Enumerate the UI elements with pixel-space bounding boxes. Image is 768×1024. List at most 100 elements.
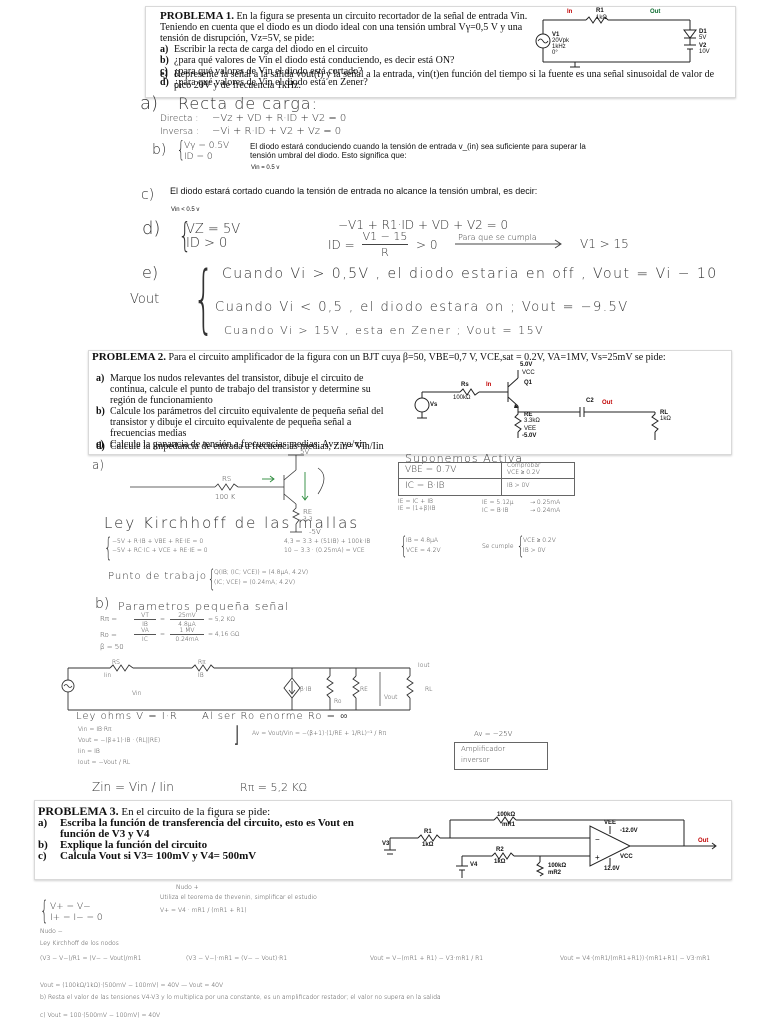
s2-a-label: a) <box>92 458 105 472</box>
s2-k-brace-2: { <box>399 532 408 560</box>
circuit-2-vee: VEE <box>524 426 537 432</box>
s1-d-arrow-text: Para que se cumpla <box>458 233 537 242</box>
circuit-3-r1: R1 <box>424 829 432 835</box>
question-2d: d)Calcule la impedancia de entrada a fre… <box>96 441 384 452</box>
s1-d-equation-2-numerator: V1 − 15 <box>362 230 408 243</box>
s2-dc-minus-5v: -5V <box>309 528 321 536</box>
s2-relation-4b: → 0.24mA <box>530 507 561 514</box>
s2-inversor: inversor <box>461 756 490 764</box>
s2-relation-1: IE = IC + IB <box>398 498 433 505</box>
question-1d: d)¿para qué valores de Vin el diodo está… <box>160 77 368 88</box>
s1-d-fraction-line <box>362 244 408 245</box>
s1-d-condition-2: ID > 0 <box>186 236 228 251</box>
s2-ckt-beta-ib: β·IB <box>300 686 312 693</box>
s3-thevenin: Utiliza el teorema de thevenin, simplifi… <box>160 894 317 901</box>
circuit-1-r1-label: R1 <box>596 8 604 14</box>
s1-d-label: d) <box>142 218 161 239</box>
s3-nudo-minus: Nudo − <box>40 928 63 935</box>
circuit-2-rl-value: 1kΩ <box>660 416 671 422</box>
s2-zin: Zin = Vin / Iin <box>92 780 174 794</box>
problem-2-questions: a)Marque los nudos relevantes del transi… <box>96 373 388 450</box>
circuit-2-q1: Q1 <box>524 380 533 386</box>
s2-punto-2: (IC; VCE) = (0.24mA; 4.2V) <box>214 579 296 586</box>
s1-b-result: Vin = 0.5 v <box>251 165 280 171</box>
circuit-3-out: Out <box>698 838 709 844</box>
s1-c-result: Vin < 0.5 v <box>171 207 200 213</box>
s2-rpi-num: VT <box>134 612 156 620</box>
s1-a-title: Recta de carga: <box>178 94 318 113</box>
s1-d-result: V1 > 15 <box>580 237 629 251</box>
circuit-3-vcc: VCC <box>620 854 633 860</box>
s2-param-title: Parametros pequeña señal <box>118 600 290 613</box>
s2-av-result: Av = −25V <box>474 730 513 738</box>
circuit-3-vee-value: -12.0V <box>620 828 638 834</box>
s2-rpi-lhs: Rπ = <box>100 615 118 623</box>
s3-c-note: c) Vout = 100·(500mV − 100mV) = 40V <box>40 1012 161 1019</box>
s2-relation-3b: → 0.25mA <box>530 499 561 506</box>
s1-d-brace: { <box>178 216 192 256</box>
s2-k-check-2: IB > 0V <box>523 547 546 554</box>
s1-e-brace: { <box>192 256 215 342</box>
s2-relation-2: IE = (1+β)IB <box>398 505 436 512</box>
s2-ro-den: IC <box>142 636 148 643</box>
s1-b-condition-2: ID = 0 <box>184 152 213 162</box>
circuit-2-rs-value: 100kΩ <box>453 395 471 401</box>
s2-rpi-den-2: 4.8μA <box>178 621 196 628</box>
s1-e-case-2: Cuando Vi < 0,5 , el diodo estara on ; V… <box>215 300 629 315</box>
s2-k-brace: { <box>104 533 113 563</box>
s2-rpi-result: = 5,2 KΩ <box>208 616 235 623</box>
s2-ro-lhs: Ro = <box>100 631 117 639</box>
circuit-2-5v: 5.0V <box>520 362 533 368</box>
circuit-3-100k-a: 100kΩ <box>497 812 516 818</box>
s3-nudo-plus: Nudo + <box>176 884 199 891</box>
s2-k-eq-1: −5V + R·IB + VBE + RE·IE = 0 <box>112 538 204 545</box>
s2-ckt-rpi: Rπ <box>198 659 206 666</box>
circuit-2-minus-5v: -5.0V <box>522 433 537 439</box>
circuit-1-v1-frequency: 1kHz <box>552 44 566 50</box>
question-1e: e) Represente la señal a la salida vout(… <box>160 69 715 91</box>
s2-punto-title: Punto de trabajo <box>108 571 207 582</box>
s2-k-eq-2: −5V + RC·IC + VCE + RE·IE = 0 <box>112 547 208 554</box>
s2-k-result-1: 4,3 = 3.3 + (51IB) + 100k·IB <box>284 538 371 545</box>
question-2c: c)Calcule la ganancia de tensión a frecu… <box>96 439 368 450</box>
circuit-3-v4: V4 <box>470 862 478 868</box>
question-3a: a)Escriba la función de transferencia de… <box>38 817 354 840</box>
s2-ckt-ro: Ro <box>334 698 342 705</box>
circuit-1-in-label: In <box>567 9 573 15</box>
s2-ckt-ib: IB <box>198 672 204 679</box>
circuit-2-c2: C2 <box>586 398 594 404</box>
circuit-1-v1-phase: 0° <box>552 50 558 56</box>
question-2a: a)Marque los nudos relevantes del transi… <box>96 373 371 406</box>
s2-ro-result: = 4,16 GΩ <box>208 631 240 638</box>
s2-ckt-iout: Iout <box>418 662 430 669</box>
s2-punto-brace: { <box>207 565 216 593</box>
s1-b-condition-1: Vγ = 0.5V <box>184 141 230 151</box>
problem-2-card <box>88 350 732 455</box>
s1-b-text: El diodo estará conduciendo cuando la te… <box>250 142 586 160</box>
question-3c: c)Calcula Vout si V3= 100mV y V4= 500mV <box>38 850 257 862</box>
s1-directa-equation: −Vz + VD + R·ID + V2 = 0 <box>212 113 347 124</box>
s2-suponemos: Suponemos Activa <box>405 452 524 465</box>
problem-2-intro: Para el circuito amplificador de la figu… <box>168 352 666 363</box>
s2-sup-row-1: VBE = 0.7V <box>405 465 457 475</box>
s1-d-equation-2-lhs: ID = <box>328 238 355 252</box>
s3-eq-3: Vout = V−(mR1 + R1) − V3·mR1 / R1 <box>370 955 484 962</box>
problem-1-statement: PROBLEMA 1. En la figura se presenta un … <box>160 10 532 89</box>
s1-d-condition-1: VZ = 5V <box>186 222 241 237</box>
s2-assumption-table: VBE = 0.7V IC = B·IB Comprobar VCE ≥ 0.2… <box>398 462 575 496</box>
circuit-2-vcc: VCC <box>522 370 535 376</box>
problem-1-title: PROBLEMA 1. <box>160 10 234 22</box>
s1-b-brace: { <box>176 138 186 163</box>
s1-d-equation-2-rhs: > 0 <box>416 238 438 252</box>
circuit-1-v1-label: V1 <box>552 32 560 38</box>
s2-k-check-1: VCE ≥ 0.2V <box>523 537 556 544</box>
s2-rpi-num-2: 25mV <box>170 612 204 620</box>
circuit-3-vee: VEE <box>604 820 617 826</box>
problem-1-intro: En la figura se presenta un circuito rec… <box>160 11 528 44</box>
s3-eq-1: (V3 − V−)/R1 = (V− − Vout)/mR1 <box>40 955 142 962</box>
question-2b: b)Calcule los parámetros del circuito eq… <box>96 406 384 439</box>
s3-brace: { <box>40 896 49 926</box>
s2-ib-eq: Iin = IB <box>78 748 100 755</box>
s2-amplifier-box: Amplificador inversor <box>454 742 548 770</box>
s2-rpi-den: IB <box>142 621 148 628</box>
